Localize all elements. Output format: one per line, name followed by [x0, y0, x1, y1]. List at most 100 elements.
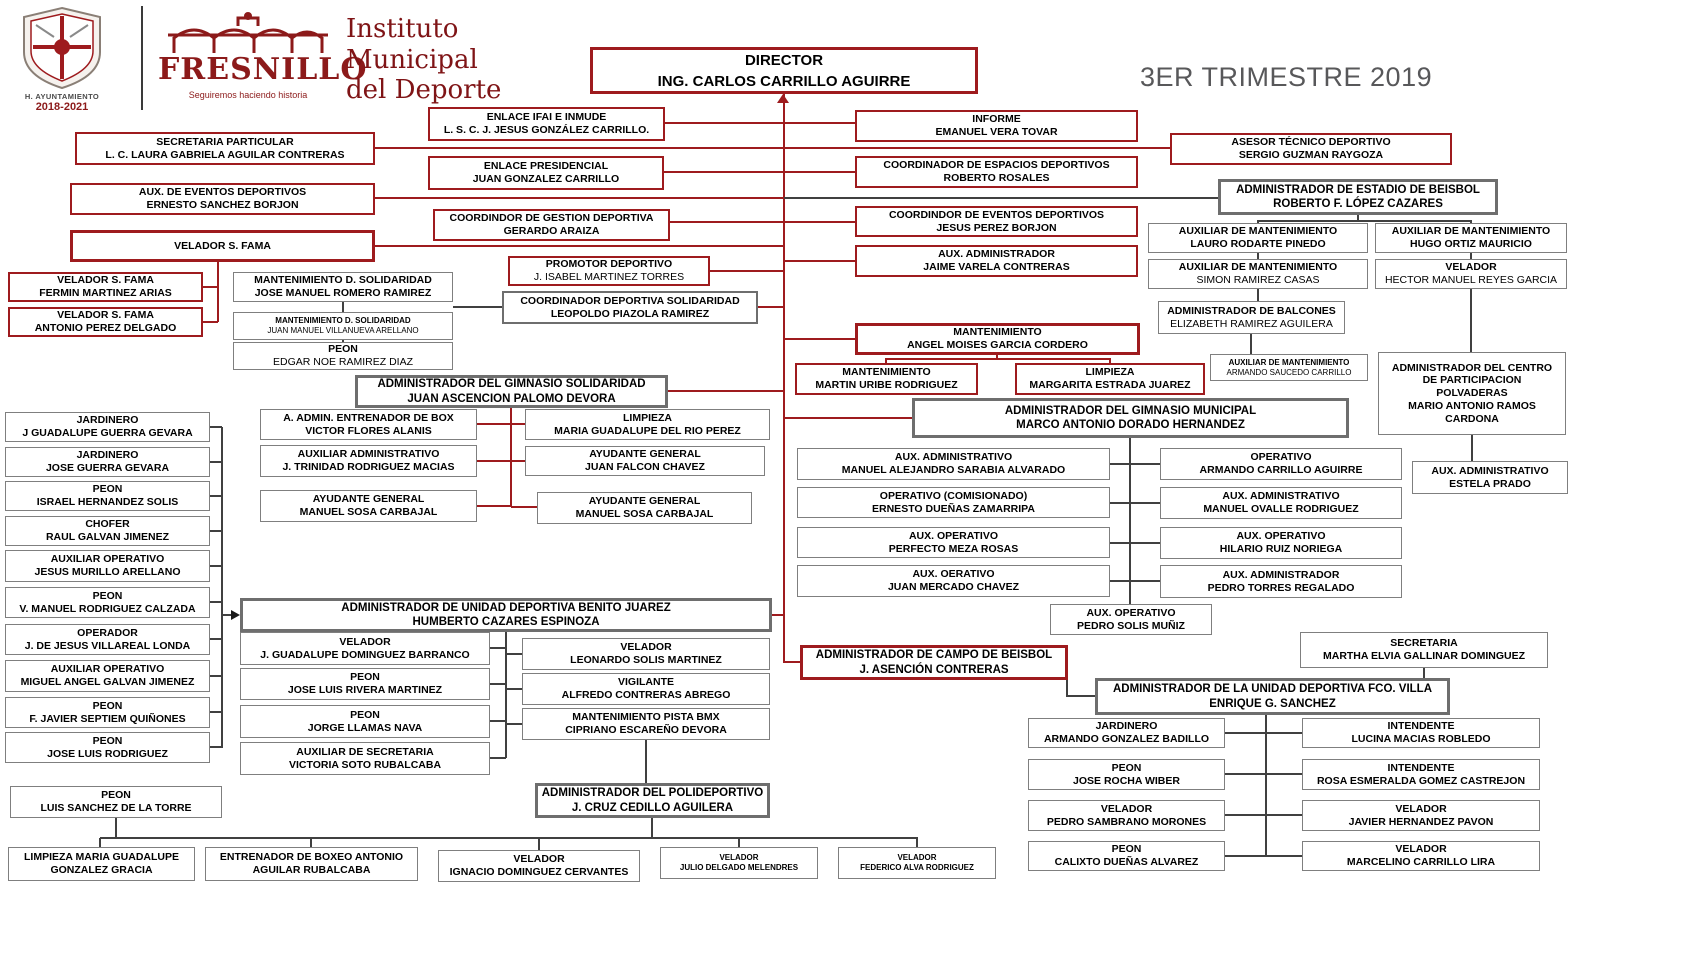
connector-line	[670, 221, 855, 223]
connector-line	[506, 653, 522, 655]
connector-line	[1250, 334, 1252, 354]
connector-line	[784, 197, 1218, 199]
connector-line	[668, 390, 784, 392]
connector-line	[1266, 814, 1302, 816]
connector-line	[210, 601, 222, 603]
connector-line	[784, 417, 912, 419]
connector-line	[1066, 680, 1068, 697]
header-divider	[141, 6, 143, 110]
connector-line	[210, 638, 222, 640]
connector-line	[1257, 220, 1259, 224]
connector-line	[1225, 855, 1266, 857]
connector-line	[342, 302, 344, 312]
org-box-velador-fama: VELADOR S. FAMA	[70, 230, 375, 262]
connector-line	[477, 505, 511, 507]
connector-line	[1470, 289, 1472, 352]
connector-line	[1257, 253, 1259, 259]
crest-caption: H. AYUNTAMIENTO	[24, 92, 100, 101]
connector-line	[510, 408, 512, 507]
connector-line	[310, 838, 312, 848]
connector-line	[511, 460, 525, 462]
fresnillo-wordmark: FRESNILLO	[158, 52, 368, 87]
connector-line	[738, 838, 740, 848]
connector-line	[1225, 773, 1266, 775]
org-box-admin-polvaderas: ADMINISTRADOR DEL CENTRO DE PARTICIPACIO…	[1378, 352, 1566, 435]
connector-line	[916, 838, 918, 848]
connector-line	[645, 740, 647, 783]
connector-line	[221, 427, 223, 748]
connector-line	[511, 506, 537, 508]
connector-line	[651, 818, 653, 838]
arrow-right-icon	[231, 610, 240, 620]
connector-line	[1110, 502, 1130, 504]
period-title: 3ER TRIMESTRE 2019	[1140, 62, 1433, 92]
connector-line	[996, 355, 998, 360]
connector-line	[203, 321, 218, 323]
connector-line	[1225, 732, 1266, 734]
crest-years: 2018-2021	[35, 101, 89, 113]
connector-line	[506, 688, 522, 690]
connector-line	[210, 495, 222, 497]
org-box-admin-benito-juarez: ADMINISTRADOR DE UNIDAD DEPORTIVA BENITO…	[240, 598, 772, 632]
connector-line	[758, 306, 784, 308]
connector-line	[665, 122, 855, 124]
org-box-admin-fco-villa: ADMINISTRADOR DE LA UNIDAD DEPORTIVA FCO…	[1095, 678, 1450, 715]
fresnillo-building-icon	[168, 12, 328, 53]
connector-line	[1266, 855, 1302, 857]
institute-wordmark: Instituto Municipal del Deporte	[346, 14, 502, 106]
connector-line	[1110, 542, 1130, 544]
connector-spine	[783, 94, 785, 663]
connector-line	[1225, 814, 1266, 816]
connector-line	[784, 338, 855, 340]
connector-line	[1266, 732, 1302, 734]
connector-line	[490, 757, 506, 759]
connector-line	[664, 171, 855, 173]
ayuntamiento-crest-logo	[23, 6, 101, 90]
connector-line	[538, 838, 540, 851]
connector-line	[1257, 289, 1259, 301]
connector-line	[210, 461, 222, 463]
arrow-up-icon	[777, 94, 789, 103]
